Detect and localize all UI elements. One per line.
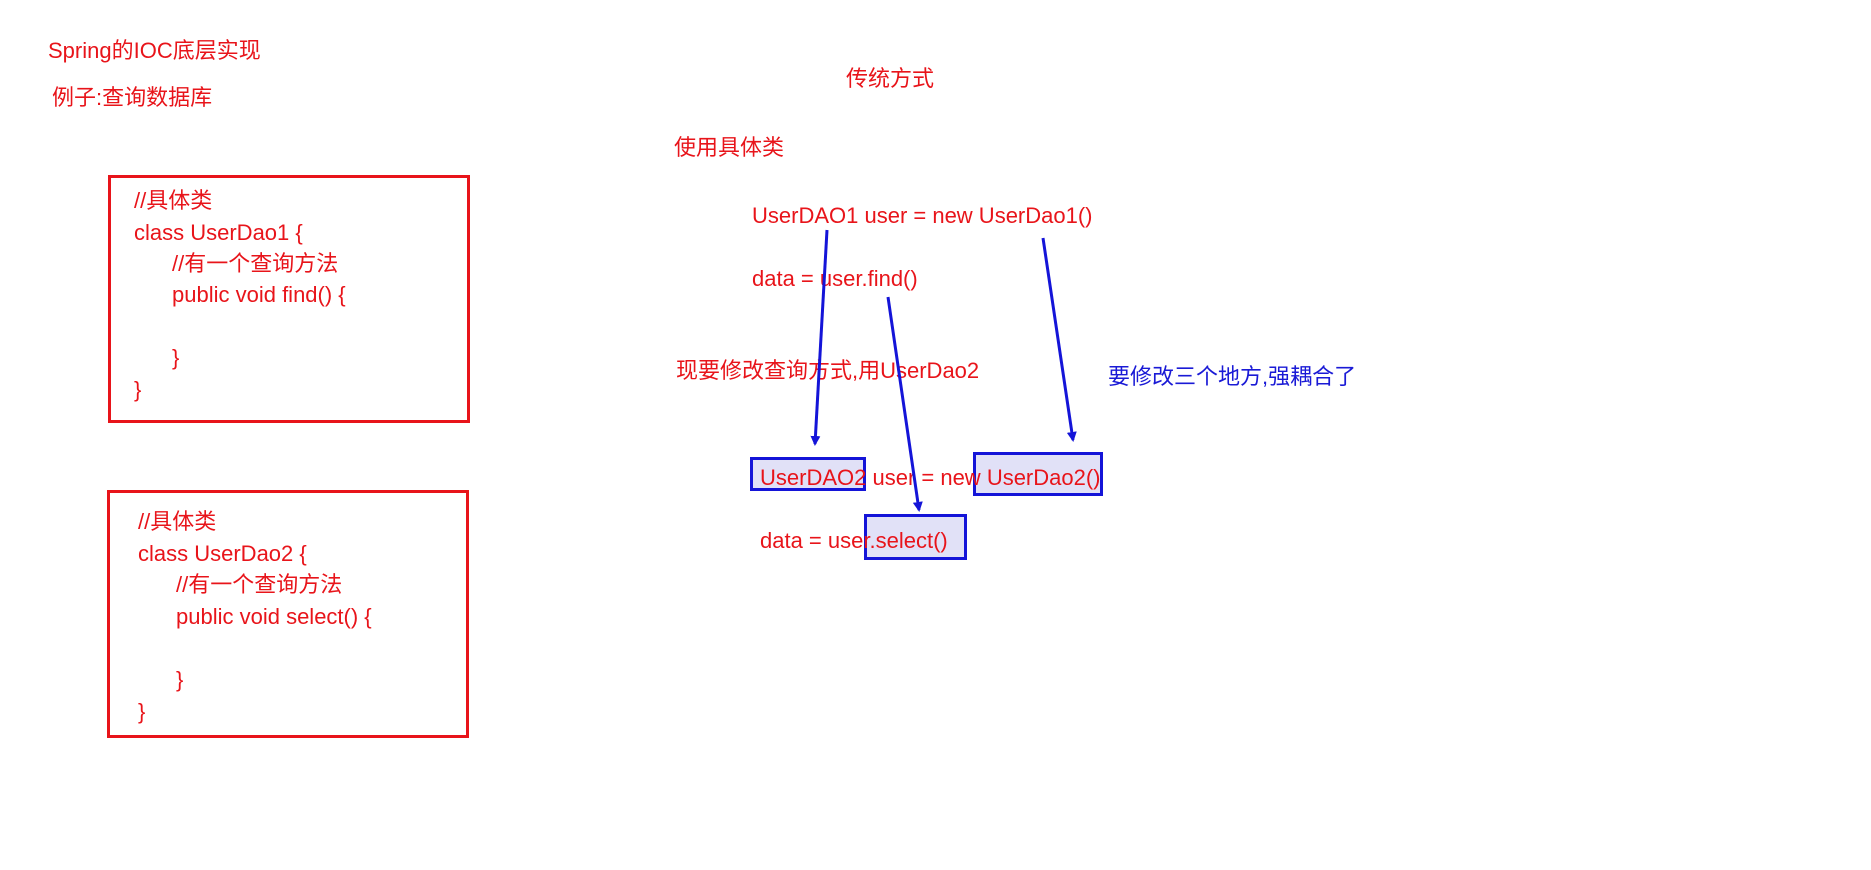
arrow-to-class-type [810,229,829,446]
code-box-2-line-2: class UserDao2 { [138,541,307,566]
code-box-2-line-4: public void select() { [176,604,372,629]
code-box-1-line-3: //有一个查询方法 [172,251,339,276]
modified-code-line-2: data = user.select() [760,530,948,552]
change-note: 现要修改查询方式,用UserDao2 [676,358,980,383]
code-box-1-line-1: //具体类 [134,188,213,213]
code-box-2-line-1: //具体类 [138,509,217,534]
code-box-2-line-6: } [138,699,146,724]
code-box-1-line-2: class UserDao1 { [134,220,303,245]
modified-code-call: .select() [869,528,948,553]
modified-code-line-1: UserDAO2 user = new UserDao2() [760,467,1101,489]
code-box-2-line-5: } [176,667,184,692]
code-box-userdao1 [108,175,470,423]
code-box-userdao2 [107,490,469,738]
original-code-line-1: UserDAO1 user = new UserDao1() [752,203,1093,228]
code-box-1-line-4: public void find() { [172,282,346,307]
modified-code-prefix: data = user [760,528,870,553]
arrow-to-method-call [886,296,923,512]
code-box-2-line-3: //有一个查询方法 [176,572,343,597]
arrow-to-constructor [1041,237,1077,442]
section-heading: 传统方式 [846,66,935,91]
modified-code-type: UserDAO2 [760,465,867,490]
modified-code-mid: user = new [866,465,987,490]
highlight-class-type [750,457,866,491]
highlight-constructor [973,452,1103,496]
section-subheading: 使用具体类 [674,135,785,160]
highlight-method-call [864,514,967,560]
code-box-1-line-6: } [134,377,142,402]
coupling-note: 要修改三个地方,强耦合了 [1108,364,1357,389]
original-code-line-2: data = user.find() [752,266,918,291]
example-label: 例子:查询数据库 [52,85,213,110]
code-box-1-line-5: } [172,345,180,370]
page-title: Spring的IOC底层实现 [48,38,261,63]
modified-code-constructor: UserDao2() [986,465,1101,490]
